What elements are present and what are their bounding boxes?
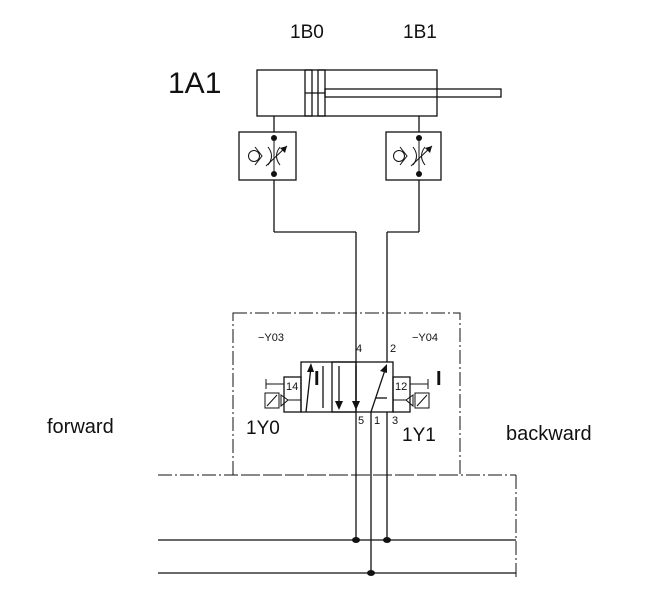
junction-port-1 [367,570,375,576]
fcv-left-arrow-head [280,146,287,153]
fcv-right-check-seat [399,146,408,166]
pilot-label-left: −Y03 [258,332,284,344]
manual-override-left [265,379,285,389]
port-label-2: 2 [390,343,396,355]
port-label-5: 5 [358,415,364,427]
port-label-1: 1 [374,415,380,427]
coil-label-left: 1Y0 [246,418,280,439]
manual-indicator-right: I [436,368,442,390]
flow-control-valve-right [385,116,442,232]
bus-lines [158,474,517,580]
solenoid-left-coil [264,392,280,409]
valve-right-path-2 [370,369,386,413]
cylinder-body [256,69,438,117]
signal-label-forward: forward [47,416,114,438]
piston-rod [324,88,502,98]
port-label-14: 14 [286,381,298,393]
supply-lines [355,412,388,573]
manual-override-right [409,379,429,389]
sensor-label-1b0: 1B0 [290,22,324,43]
signal-label-backward: backward [506,423,592,445]
port-label-12: 12 [395,381,407,393]
port-label-4: 4 [356,343,362,355]
fcv-right-arrow-head [425,146,432,153]
pilot-left-triangle [280,394,289,408]
valve-right-arrow-2 [380,364,387,373]
solenoid-right-diag [416,394,428,407]
sensor-label-1b1: 1B1 [403,22,437,43]
valve-left-arrow-3 [335,401,343,410]
valve-right-arrow-1 [352,401,360,410]
actuator-left-frame [283,376,302,413]
solenoid-right-coil [414,392,430,409]
flow-control-valve-left [238,116,297,232]
coil-label-right: 1Y1 [402,425,436,446]
port-label-3: 3 [392,415,398,427]
junction-port-5 [352,537,360,543]
cylinder-label: 1A1 [168,67,221,100]
actuator-right-frame [392,376,411,413]
fcv-left-box [238,131,297,181]
valve-left-path-1 [305,366,312,413]
working-lines [274,231,419,362]
junction-port-3 [383,537,391,543]
pilot-right-triangle [405,394,414,408]
valve-left-arrow-1 [307,363,314,372]
manual-indicator-left: I [314,368,320,390]
fcv-right-box [385,131,442,181]
solenoid-left-diag [266,394,278,407]
cylinder-1a1: 1A1 [168,67,502,117]
fcv-left-check-ball [248,150,260,162]
fcv-right-check-ball [393,150,405,162]
fcv-left-check-seat [254,146,263,166]
pilot-label-right: −Y04 [412,332,438,344]
directional-valve-5-2: 4 2 5 1 3 −Y03 −Y04 14 I 12 I [232,312,461,476]
